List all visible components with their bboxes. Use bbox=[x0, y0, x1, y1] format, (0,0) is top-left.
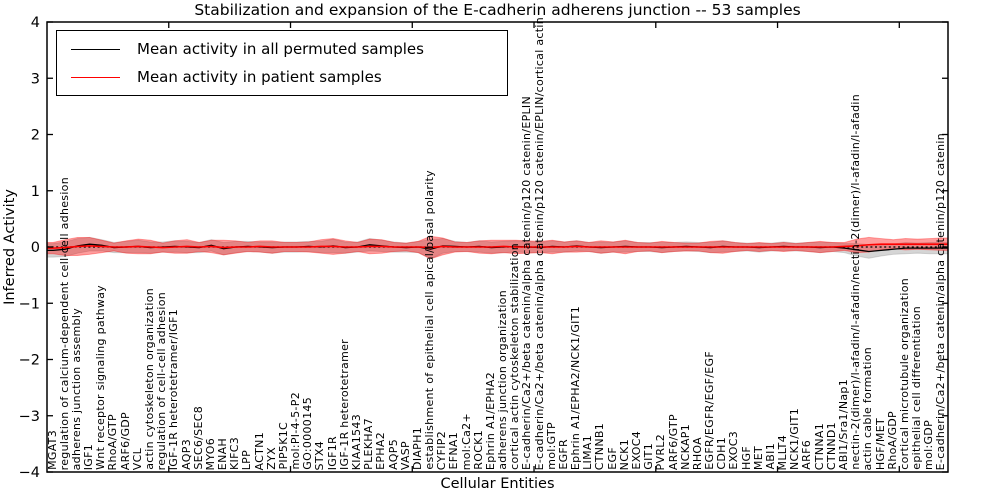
x-tick-label: E-cadherin/Ca2+/beta catenin/alpha caten… bbox=[934, 132, 948, 470]
legend-entry-permuted: Mean activity in all permuted samples bbox=[69, 35, 507, 63]
x-tick-label: CTNNA1 bbox=[812, 422, 826, 470]
x-tick-label: ZYX bbox=[264, 447, 278, 470]
x-tick-label: actin cable formation bbox=[861, 346, 875, 470]
y-tick-label: −1 bbox=[19, 296, 40, 312]
y-tick-label: −2 bbox=[19, 353, 40, 369]
mean-line bbox=[47, 243, 948, 249]
y-tick-label: 4 bbox=[31, 15, 40, 31]
x-tick-label: ACTN1 bbox=[252, 431, 266, 470]
x-tick-label: NCKAP1 bbox=[678, 424, 692, 470]
x-tick-label: EPHA2 bbox=[374, 432, 388, 470]
x-tick-label: HGF bbox=[739, 445, 753, 470]
x-tick-label: LPP bbox=[240, 449, 254, 470]
x-tick-label: HGF/MET bbox=[873, 417, 887, 470]
x-tick-label: IGF-1R heterotetramer bbox=[337, 339, 351, 470]
x-tick-label: MGAT3 bbox=[45, 430, 59, 470]
x-axis-label: Cellular Entities bbox=[440, 476, 555, 492]
x-tick-label: VCL bbox=[130, 447, 144, 470]
x-tick-label: PVRL2 bbox=[654, 433, 668, 470]
x-tick-label: IGF1R bbox=[325, 435, 339, 470]
x-tick-label: regulation of calcium-dependent cell-cel… bbox=[57, 176, 71, 470]
x-tick-label: AQP3 bbox=[179, 439, 193, 470]
legend-line-permuted-icon bbox=[71, 48, 120, 50]
x-tick-label: EFNA1 bbox=[447, 432, 461, 470]
x-tick-label: RhoA/GTP bbox=[106, 413, 120, 470]
x-tick-label: AQP5 bbox=[386, 439, 400, 470]
x-tick-label: ROCK1 bbox=[471, 430, 485, 470]
x-tick-label: VASP bbox=[398, 440, 412, 470]
y-tick-label: 0 bbox=[31, 240, 40, 256]
x-tick-label: CTNND1 bbox=[824, 421, 838, 470]
y-tick-label: 2 bbox=[31, 128, 40, 144]
y-tick-label: −3 bbox=[19, 409, 40, 425]
y-tick-label: 3 bbox=[31, 71, 40, 87]
y-tick-label: 1 bbox=[31, 184, 40, 200]
x-tick-label: E-cadherin/Ca2+/beta catenin/alpha caten… bbox=[520, 96, 534, 470]
x-tick-label: STX4 bbox=[313, 440, 327, 470]
legend: Mean activity in all permuted samples Me… bbox=[56, 30, 508, 96]
x-tick-label: ARF6/GTP bbox=[666, 413, 680, 470]
x-tick-label: mol:Ca2+ bbox=[459, 412, 473, 470]
legend-entry-patient: Mean activity in patient samples bbox=[69, 63, 507, 91]
x-tick-label: SEC6/SEC8 bbox=[191, 406, 205, 470]
x-tick-label: EXOC3 bbox=[727, 431, 741, 470]
legend-label-patient: Mean activity in patient samples bbox=[137, 68, 382, 86]
x-tick-label: MET bbox=[751, 445, 765, 470]
x-tick-label: RhoA/GDP bbox=[885, 411, 899, 470]
x-tick-label: CTNNB1 bbox=[593, 422, 607, 470]
x-tick-label: ARF6 bbox=[800, 440, 814, 470]
x-tick-label: establishment of epithelial cell apical/… bbox=[423, 170, 437, 470]
x-tick-label: E-cadherin/Ca2+/beta catenin/alpha caten… bbox=[532, 16, 546, 470]
x-tick-label: IGF-1R heterotetramer/IGF1 bbox=[167, 308, 181, 470]
chart-title: Stabilization and expansion of the E-cad… bbox=[194, 1, 801, 19]
legend-label-permuted: Mean activity in all permuted samples bbox=[137, 40, 424, 58]
y-tick-label: −4 bbox=[19, 465, 40, 481]
x-tick-label: mol:GTP bbox=[544, 422, 558, 470]
legend-line-patient-icon bbox=[71, 76, 120, 78]
x-tick-label: EGF bbox=[605, 447, 619, 470]
x-tick-label: ARF6/GDP bbox=[118, 411, 132, 470]
